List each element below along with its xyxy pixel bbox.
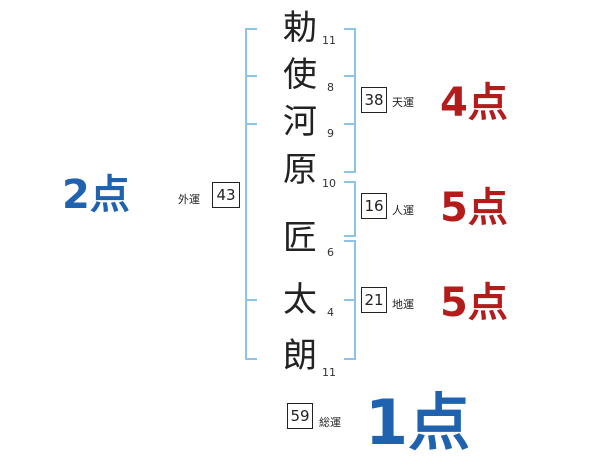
ten-value: 38 — [361, 87, 387, 113]
bracket-tick — [344, 240, 356, 242]
bracket-tick — [245, 75, 257, 77]
gai-label: 外運 — [178, 193, 200, 206]
bracket-tick — [344, 235, 356, 237]
name-char: 朗 — [283, 336, 317, 376]
bracket-tick — [344, 75, 356, 77]
stroke-count: 8 — [327, 81, 334, 94]
stroke-count: 4 — [327, 306, 334, 319]
bracket-tick — [344, 358, 356, 360]
name-char: 匠 — [283, 218, 317, 258]
stroke-count: 6 — [327, 246, 334, 259]
bracket-tick — [344, 171, 356, 173]
stroke-count: 11 — [322, 34, 336, 47]
bracket-tick — [245, 123, 257, 125]
stroke-count: 10 — [322, 177, 336, 190]
chi-score: 5点 — [440, 280, 508, 326]
name-char: 使 — [283, 55, 317, 95]
bracket-tick — [344, 28, 356, 30]
bracket-tick — [245, 28, 257, 30]
bracket-tick — [344, 299, 356, 301]
stroke-count: 11 — [322, 366, 336, 379]
chi-value: 21 — [361, 287, 387, 313]
gai-value: 43 — [212, 182, 240, 208]
jin-bracket — [354, 181, 356, 237]
bracket-tick — [245, 358, 257, 360]
so-value: 59 — [287, 403, 313, 429]
gai-score: 2点 — [62, 172, 130, 218]
bracket-tick — [245, 299, 257, 301]
name-char: 原 — [283, 150, 317, 190]
bracket-tick — [344, 181, 356, 183]
name-char: 勅 — [283, 8, 317, 48]
bracket-tick — [344, 123, 356, 125]
ten-bracket — [354, 28, 356, 173]
jin-score: 5点 — [440, 185, 508, 231]
outer-bracket — [245, 28, 247, 360]
name-char: 太 — [283, 280, 317, 320]
stroke-count: 9 — [327, 127, 334, 140]
so-score: 1点 — [365, 386, 471, 459]
chi-label: 地運 — [392, 298, 414, 311]
jin-label: 人運 — [392, 204, 414, 217]
so-label: 総運 — [319, 416, 341, 429]
name-char: 河 — [283, 102, 317, 142]
jin-value: 16 — [361, 193, 387, 219]
ten-score: 4点 — [440, 80, 508, 126]
ten-label: 天運 — [392, 96, 414, 109]
